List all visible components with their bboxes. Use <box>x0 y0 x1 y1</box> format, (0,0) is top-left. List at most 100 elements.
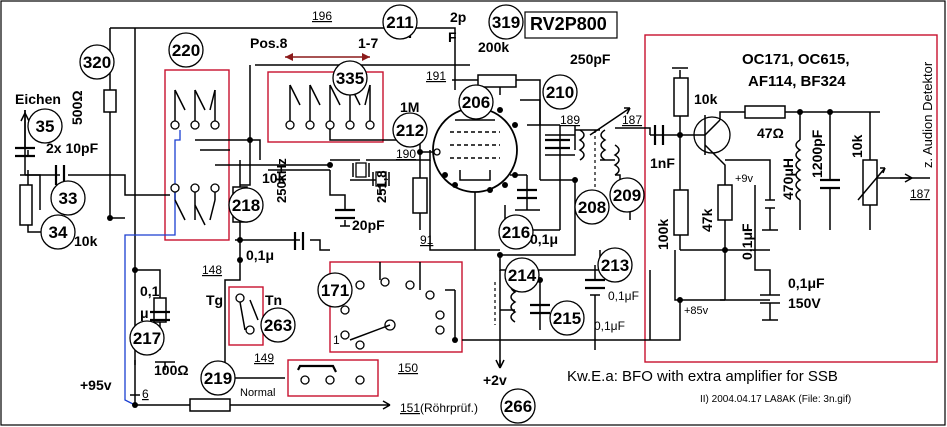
circled-number-bubble <box>260 307 296 343</box>
circled-number-bubble <box>79 44 115 80</box>
label-250pf: 250pF <box>570 51 611 67</box>
label-1200pf: 1200pF <box>809 129 825 178</box>
label-transistors-2: AF114, BF324 <box>748 73 846 90</box>
resistor-100 <box>153 297 167 323</box>
wire-number: 149 <box>254 351 274 365</box>
circled-number-label: 214 <box>508 266 537 285</box>
arrow-151 <box>375 400 391 410</box>
circled-number-bubble <box>332 60 368 96</box>
label-10k-mid: 10k <box>262 170 286 186</box>
switch-171-terminals <box>340 277 445 350</box>
circled-number-label: 263 <box>264 316 292 335</box>
circled-number-bubble <box>542 74 578 110</box>
pot-10k <box>862 159 878 206</box>
label-01-mid: 0,1μ <box>246 247 274 263</box>
cap-tube-side <box>545 138 570 150</box>
circled-number-bubble <box>500 388 536 424</box>
label-2p: 2p <box>450 9 466 25</box>
circled-number-label: 206 <box>462 93 490 112</box>
cap-01-mid <box>293 232 305 250</box>
label-01-b: μ <box>140 305 149 321</box>
circled-number-bubble <box>549 300 585 336</box>
label-9v: +9v <box>735 173 754 185</box>
label-10k-pot: 10k <box>849 134 865 158</box>
label-10k-amp: 10k <box>694 91 718 107</box>
label-250khz: 250kHz <box>274 158 289 203</box>
label-20pf: 20pF <box>352 217 385 233</box>
label-500ohm: 500Ω <box>69 90 85 125</box>
circled-number-label: 211 <box>386 13 413 32</box>
label-47k: 47k <box>699 208 715 232</box>
label-01uf-vertical: 0,1μF <box>739 223 755 260</box>
circled-number-label: 335 <box>336 69 364 88</box>
circled-number-bubble <box>228 187 264 223</box>
blue-wire <box>124 130 181 406</box>
label-audion: z. Audion Detektor <box>920 61 935 168</box>
circled-number-label: 35 <box>36 117 55 136</box>
label-100k: 100k <box>655 219 671 250</box>
circled-number-bubble <box>458 84 494 120</box>
tube-title-box <box>524 11 618 39</box>
circled-number-label: 213 <box>601 256 629 275</box>
circled-number-label: 216 <box>502 223 530 242</box>
resistor-47ohm <box>744 105 786 119</box>
coil-470uh <box>795 139 802 201</box>
resistor-219 <box>189 398 231 412</box>
wire-number: 190 <box>396 147 416 161</box>
circled-number-bubble <box>168 32 204 68</box>
wire-number: 189 <box>560 113 580 127</box>
switch-171-box <box>329 261 463 353</box>
credit: II) 2004.04.17 LA8AK (File: 3n.gif) <box>700 394 851 405</box>
switch-normal-box <box>287 359 379 397</box>
wire-number: 148 <box>202 263 222 277</box>
switch-220-box <box>164 69 230 241</box>
crystal-250khz <box>352 162 370 178</box>
circled-number-label: 33 <box>59 189 78 208</box>
cap-20pf <box>335 208 355 220</box>
tube-title: RV2P800 <box>530 14 607 34</box>
label-tn: Tn <box>265 292 282 308</box>
transistor <box>693 116 731 154</box>
label-normal: Normal <box>240 387 275 399</box>
switch-normal-terminals <box>297 364 365 385</box>
label-1m: 1M <box>400 99 419 115</box>
label-rohrpruf: (Röhrprüf.) <box>420 401 478 415</box>
circled-number-bubble <box>609 177 645 213</box>
amplifier-box <box>644 34 938 363</box>
label-200k: 200k <box>478 39 509 55</box>
circled-number-label: 266 <box>504 397 532 416</box>
circled-number-label: 208 <box>578 198 606 217</box>
circled-number-label: 171 <box>321 281 349 300</box>
label-pos8: Pos.8 <box>250 35 288 51</box>
circled-number-label: 220 <box>172 41 200 60</box>
circled-number-bubble <box>129 320 165 356</box>
label-one: 1 <box>333 333 340 347</box>
label-470uh: 470μH <box>780 158 796 200</box>
label-10k-left: 10k <box>74 233 98 249</box>
caption: Kw.E.a: BFO with extra amplifier for SSB <box>567 368 838 385</box>
circled-number-bubble <box>498 214 534 250</box>
circled-number-label: 319 <box>492 13 520 32</box>
circled-number-label: 219 <box>204 369 232 388</box>
resistor-1m <box>412 177 428 214</box>
wire-number: 91 <box>420 233 434 247</box>
wire-number: 196 <box>312 9 332 23</box>
circled-number-label: 34 <box>49 223 68 242</box>
cap-216 <box>517 188 537 200</box>
switch-263-box <box>228 286 264 346</box>
wire-number: 187 <box>910 187 930 201</box>
pos-arrow <box>285 53 370 61</box>
label-01-215: 0,1μF <box>594 319 625 333</box>
circled-number-bubble <box>488 4 524 40</box>
cap-eichen <box>15 110 35 158</box>
labels: RV2P800 2p F 200k 250pF Pos.8 1-7 1M Eic… <box>15 9 935 415</box>
circled-number-bubble <box>504 257 540 293</box>
circled-number-bubble <box>200 360 236 396</box>
circled-number-label: 209 <box>613 186 641 205</box>
label-1nf: 1nF <box>650 155 675 171</box>
cap-215 <box>530 303 550 315</box>
